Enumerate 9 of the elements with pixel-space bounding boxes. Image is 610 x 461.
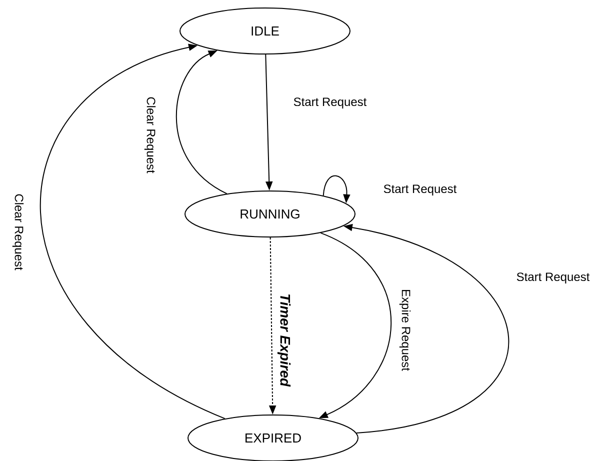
edge-label: Start Request xyxy=(294,98,367,108)
edge-label: Start Request xyxy=(516,272,590,284)
edge-label: Timer Expired xyxy=(277,294,291,387)
arrow xyxy=(40,44,226,420)
edge-label: Start Request xyxy=(384,184,457,196)
arrow xyxy=(176,50,228,194)
edge-label: Clear Request xyxy=(144,97,156,174)
edge-label: Clear Request xyxy=(12,194,24,270)
edge-label: Expire Request xyxy=(399,290,411,371)
